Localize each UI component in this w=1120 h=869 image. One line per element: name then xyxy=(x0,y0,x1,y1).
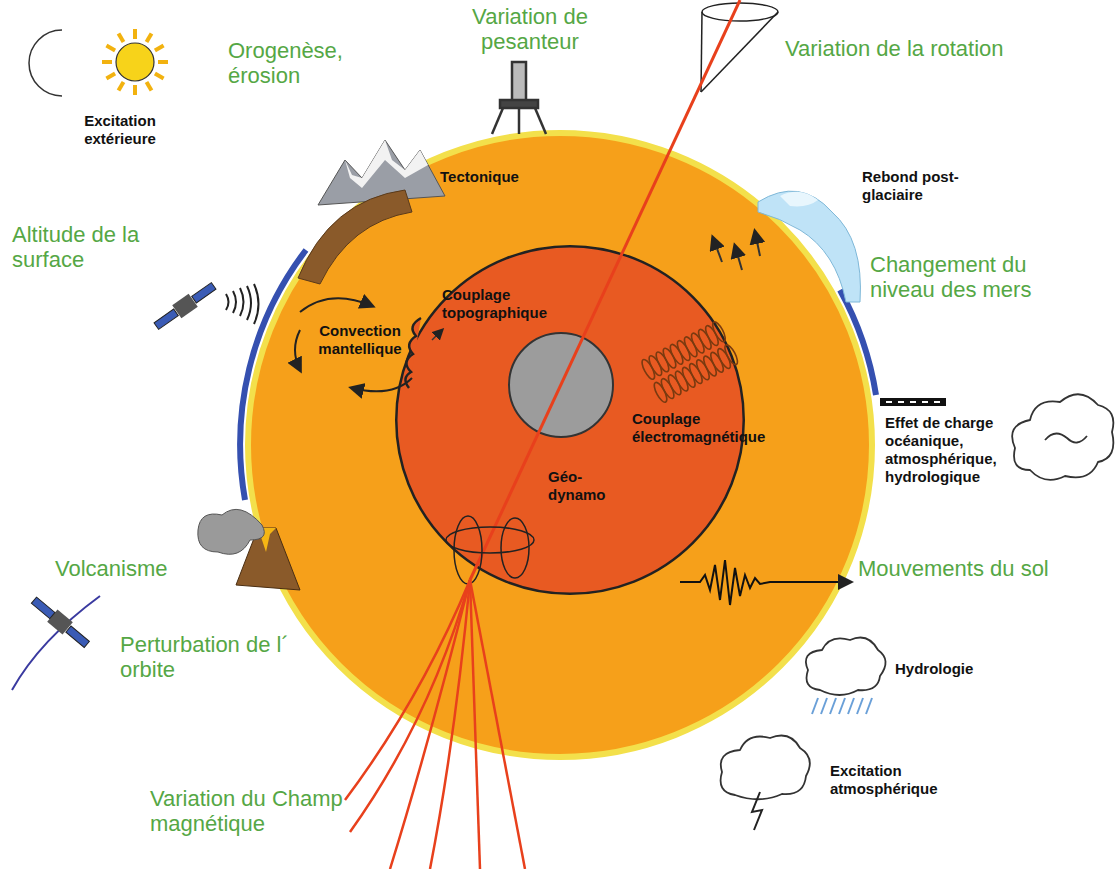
observable-label: Orogenèse, érosion xyxy=(228,38,398,89)
gravimeter xyxy=(492,62,546,134)
volcano xyxy=(198,509,300,590)
mountains xyxy=(318,140,445,205)
convection-arrows xyxy=(295,298,412,391)
observable-label: Perturbation de l´ orbite xyxy=(120,632,290,683)
rotation-axis xyxy=(470,0,740,580)
topo-arrows xyxy=(432,330,442,340)
observable-label: Volcanisme xyxy=(55,556,168,581)
process-label: Excitation atmosphérique xyxy=(830,762,955,798)
process-label: Rebond post-glaciaire xyxy=(862,168,987,204)
sea-level-bar xyxy=(880,398,946,406)
seismogram xyxy=(680,560,850,605)
geodynamo-loops xyxy=(446,516,534,584)
outer-core: Couplage topographiqueCouplage électroma… xyxy=(395,245,745,595)
moon-sun xyxy=(29,29,168,96)
sea-level-arcs xyxy=(240,250,876,500)
process-label: Hydrologie xyxy=(895,660,973,678)
region-label: Couplage topographique xyxy=(442,286,560,322)
satellite-orbit xyxy=(12,594,100,690)
observable-label: Variation de pesanteur xyxy=(430,4,630,55)
lightning xyxy=(752,792,762,830)
uplift-arrows xyxy=(713,232,760,270)
process-label: Effet de charge océanique, atmosphérique… xyxy=(885,414,1015,486)
coils xyxy=(640,320,740,404)
tectonic-slab xyxy=(298,190,412,284)
rotation-cone xyxy=(701,3,778,92)
region-label: Géo-dynamo xyxy=(548,468,610,504)
glacier xyxy=(758,191,860,302)
satellite-altimetry xyxy=(152,279,259,332)
region-label: Couplage électromagnétique xyxy=(632,410,772,446)
earth-mantle: TectoniqueConvection mantelliqueCouplage… xyxy=(245,130,875,760)
region-label: Tectonique xyxy=(440,168,519,186)
observable-label: Variation du Champ magnétique xyxy=(150,786,360,837)
inner-core xyxy=(509,333,613,437)
observable-label: Mouvements du sol xyxy=(858,556,1049,581)
observable-label: Variation de la rotation xyxy=(785,36,1015,61)
field-lines xyxy=(345,580,525,869)
clouds xyxy=(721,394,1114,799)
observable-label: Altitude de la surface xyxy=(12,222,207,273)
rain xyxy=(812,698,872,714)
region-label: Convection mantellique xyxy=(310,322,410,358)
core-bumps xyxy=(405,318,421,388)
observable-label: Changement du niveau des mers xyxy=(870,252,1065,303)
process-label: Excitation extérieure xyxy=(55,112,185,148)
